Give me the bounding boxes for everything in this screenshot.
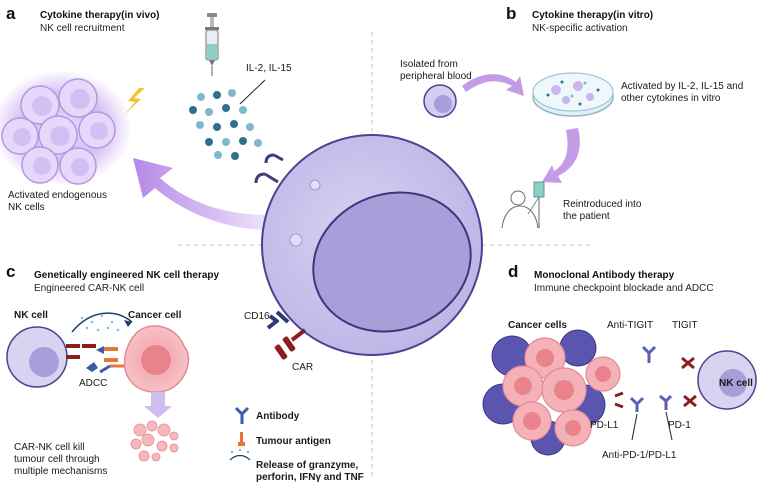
pdl1-molecule xyxy=(614,391,624,409)
panel-c-title: Genetically engineered NK cell therapy xyxy=(34,270,220,281)
release-dots xyxy=(80,314,120,332)
cancer-cells-label: Cancer cells xyxy=(508,320,567,331)
panel-b-subtitle: NK-specific activation xyxy=(532,23,628,34)
arrow-to-dish xyxy=(462,74,524,96)
cancer-cell-label-c: Cancer cell xyxy=(128,310,182,321)
legend-release-icon xyxy=(229,448,251,461)
pd1-molecule xyxy=(683,394,697,408)
panel-a-letter: a xyxy=(6,4,16,23)
release-arc xyxy=(71,312,133,333)
cytokine-dots xyxy=(189,89,262,160)
legend-tumour-antigen-label: Tumour antigen xyxy=(256,436,331,447)
recruitment-arrow xyxy=(133,158,268,230)
activated-nk-cluster xyxy=(0,70,132,186)
legend-antibody-label: Antibody xyxy=(256,411,300,422)
cancer-cell-c xyxy=(123,325,190,393)
panel-b-letter: b xyxy=(506,4,517,23)
kill-label-3: multiple mechanisms xyxy=(14,466,108,477)
isolated-label: Isolated from xyxy=(400,59,458,70)
anti-tigit-label: Anti-TIGIT xyxy=(607,320,654,331)
legend-antibody-icon xyxy=(234,406,250,424)
anti-pd-bracket xyxy=(631,411,673,441)
activated-endogenous-label: Activated endogenous xyxy=(8,190,107,201)
panel-b-title: Cytokine therapy(in vitro) xyxy=(532,10,654,21)
nk-cell-label-c: NK cell xyxy=(14,310,48,321)
activated-endogenous-label-2: NK cells xyxy=(8,202,45,213)
reintroduced-label-2: the patient xyxy=(563,211,610,222)
panel-d-title: Monoclonal Antibody therapy xyxy=(534,270,675,281)
panel-c-subtitle: Engineered CAR-NK cell xyxy=(34,283,145,294)
killed-tumour-fragments xyxy=(130,420,179,462)
cancer-cell-cluster-d xyxy=(482,329,621,456)
syringe-icon xyxy=(205,13,219,76)
nk-cell-d xyxy=(697,350,757,410)
cytokine-pointer-line xyxy=(239,79,266,105)
reintroduced-label: Reintroduced into xyxy=(563,199,642,210)
antibody-icons-d xyxy=(629,345,673,412)
adcc-label: ADCC xyxy=(79,378,108,389)
kill-arrow xyxy=(151,392,165,406)
panel-d-subtitle: Immune checkpoint blockade and ADCC xyxy=(534,283,714,294)
activated-invitro-label-2: other cytokines in vitro xyxy=(621,93,721,104)
nk-cell-label-d: NK cell xyxy=(719,378,753,389)
cd16-label: CD16 xyxy=(244,311,270,322)
synapse-molecules xyxy=(66,344,124,374)
petri-dish-icon xyxy=(532,72,614,117)
patient-icon xyxy=(501,181,545,229)
panel-c-letter: c xyxy=(6,262,16,281)
car-receptor xyxy=(274,328,307,360)
activated-invitro-label: Activated by IL-2, IL-15 and xyxy=(621,81,744,92)
pdl1-label: PD-L1 xyxy=(590,420,619,431)
legend-release-label: Release of granzyme, xyxy=(256,460,359,471)
legend-release-label-2: perforin, IFNγ and TNF xyxy=(256,472,364,483)
lightning-icon xyxy=(124,88,145,115)
car-nk-cell xyxy=(6,326,68,388)
panel-d-letter: d xyxy=(508,262,519,281)
panel-a-title: Cytokine therapy(in vivo) xyxy=(40,10,160,21)
legend-tumour-antigen-icon xyxy=(238,432,245,446)
panel-a-subtitle: NK cell recruitment xyxy=(40,23,125,34)
anti-pd-label: Anti-PD-1/PD-L1 xyxy=(602,450,677,461)
kill-label: CAR-NK cell kill xyxy=(14,442,85,453)
arrow-to-patient xyxy=(542,128,580,183)
receptor-icons-a xyxy=(254,153,284,184)
pd1-label: PD-1 xyxy=(668,420,691,431)
car-label: CAR xyxy=(292,362,314,373)
central-nk-cell xyxy=(261,134,483,356)
cd16-receptor xyxy=(266,310,290,330)
tigit-molecule xyxy=(681,356,695,370)
tigit-label: TIGIT xyxy=(672,320,698,331)
cytokine-label: IL-2, IL-15 xyxy=(246,63,292,74)
kill-label-2: tumour cell through xyxy=(14,454,100,465)
isolated-label-2: peripheral blood xyxy=(400,71,472,82)
isolated-nk-cell xyxy=(423,84,457,118)
